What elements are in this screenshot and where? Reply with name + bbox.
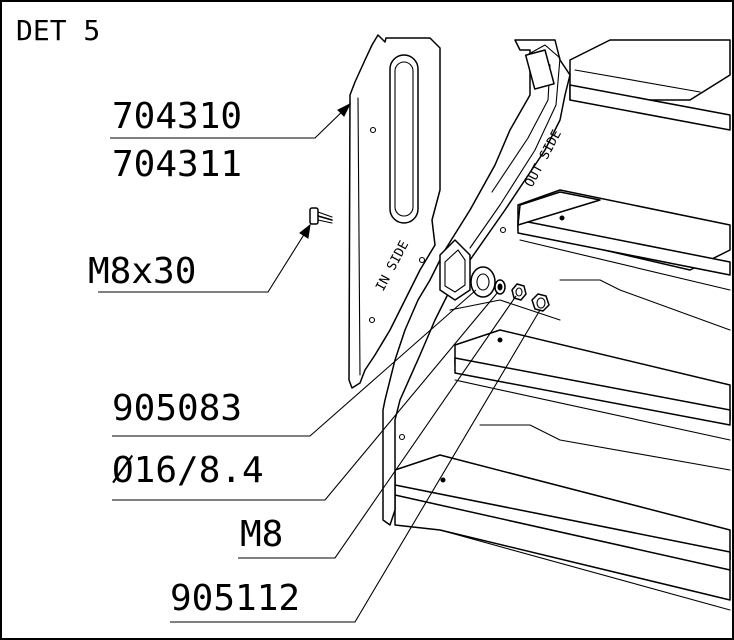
stair-step-bottom (394, 454, 731, 611)
panel-slot (389, 54, 419, 224)
inside-panel (348, 34, 441, 389)
leader-lines (98, 102, 541, 623)
nut-part (511, 283, 527, 301)
callout-704310: 704310 (112, 96, 242, 137)
stair-step-2 (517, 189, 731, 291)
stair-step-top (569, 39, 731, 131)
callout-m8x30: M8x30 (88, 251, 196, 292)
washer-part (494, 279, 506, 295)
stair-steps (394, 39, 731, 611)
locknut-part (531, 293, 550, 312)
callout-washer: Ø16/8.4 (112, 450, 264, 491)
callout-m8: M8 (240, 514, 283, 555)
stair-step-3 (454, 329, 731, 441)
callout-905112: 905112 (170, 578, 300, 619)
spacer-part (470, 266, 496, 298)
callout-905083: 905083 (112, 388, 242, 429)
bolt-m8x30 (309, 207, 333, 225)
outside-panel (382, 39, 571, 526)
callout-704311: 704311 (112, 144, 242, 185)
detail-title: DET 5 (16, 14, 100, 47)
